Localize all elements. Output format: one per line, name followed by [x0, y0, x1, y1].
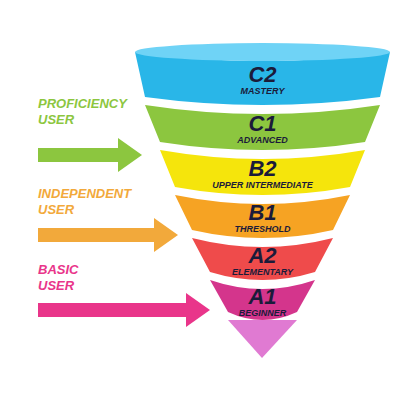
level-code: C1 [248, 113, 276, 135]
band-fill [145, 105, 380, 150]
funnel-band: A2ELEMENTARY [192, 238, 333, 280]
level-name: MASTERY [241, 86, 285, 97]
basic-arrow-head [186, 293, 210, 327]
user-level-label: INDEPENDENT USER [38, 186, 153, 218]
user-level-label: PROFICIENCY USER [38, 96, 153, 128]
funnel-band: C2MASTERY [135, 42, 390, 105]
band-fill [175, 195, 350, 238]
level-code: B2 [248, 158, 276, 180]
level-name: UPPER INTERMEDIATE [212, 180, 312, 191]
proficiency-arrow [38, 148, 120, 162]
funnel-band: B1THRESHOLD [175, 195, 350, 238]
independent-arrow-head [154, 218, 178, 252]
band-fill [192, 238, 333, 280]
level-code: C2 [248, 64, 276, 86]
level-code: A1 [248, 286, 276, 308]
basic-arrow [38, 303, 188, 317]
independent-arrow [38, 228, 156, 242]
user-level-label: BASIC USER [38, 262, 98, 294]
funnel-band: A1BEGINNER [210, 280, 315, 320]
level-code: A2 [248, 245, 276, 267]
level-name: THRESHOLD [235, 224, 291, 235]
funnel-band: B2UPPER INTERMEDIATE [160, 150, 365, 195]
level-name: BEGINNER [239, 308, 287, 319]
band-text: C2MASTERY [135, 42, 390, 105]
band-text: C1ADVANCED [145, 105, 380, 150]
level-name: ADVANCED [237, 135, 287, 146]
band-fill [160, 150, 365, 195]
band-text: A2ELEMENTARY [192, 238, 333, 280]
band-text: A1BEGINNER [210, 280, 315, 320]
funnel-opening [135, 43, 390, 61]
level-name: ELEMENTARY [232, 267, 293, 278]
band-text: B2UPPER INTERMEDIATE [160, 150, 365, 195]
proficiency-arrow-head [118, 138, 142, 172]
band-fill [210, 280, 315, 320]
band-text: B1THRESHOLD [175, 195, 350, 238]
level-code: B1 [248, 202, 276, 224]
funnel-tip [228, 320, 297, 358]
funnel-band: C1ADVANCED [145, 105, 380, 150]
